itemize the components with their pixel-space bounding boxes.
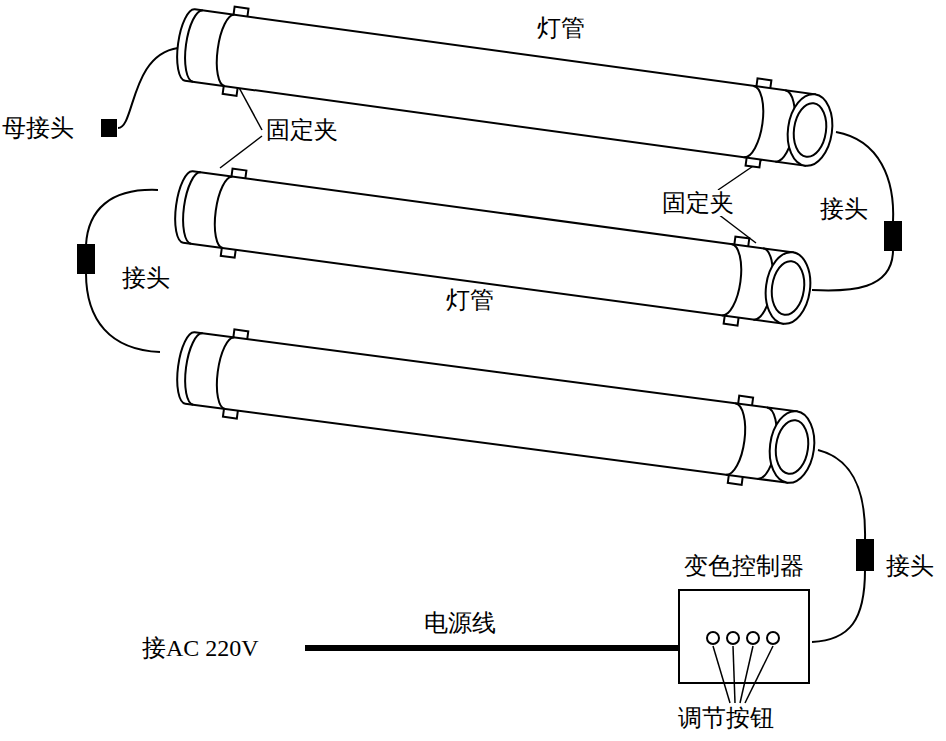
part-label: 灯管 bbox=[444, 287, 496, 313]
part-label: 电源线 bbox=[422, 610, 498, 636]
wire bbox=[118, 48, 178, 128]
connector-label: 接头 bbox=[884, 553, 936, 579]
power-label: 接AC 220V bbox=[140, 635, 261, 661]
leader-line bbox=[745, 646, 773, 703]
tube-body bbox=[173, 8, 815, 166]
end-cap bbox=[722, 244, 746, 317]
button bbox=[747, 632, 759, 644]
leader-line bbox=[733, 646, 735, 703]
leader-line bbox=[220, 136, 262, 168]
wire bbox=[812, 250, 893, 291]
leader-line bbox=[713, 646, 730, 703]
end-cap bbox=[211, 175, 233, 248]
end-cap bbox=[773, 418, 812, 476]
end-cap bbox=[726, 403, 749, 476]
part-label: 调节按钮 bbox=[676, 705, 776, 731]
end-cap bbox=[783, 91, 836, 168]
controller-box: 变色控制器 bbox=[678, 553, 810, 684]
end-cap bbox=[179, 171, 201, 244]
connector bbox=[885, 222, 901, 250]
connector-label: 接头 bbox=[818, 196, 870, 222]
end-cap bbox=[790, 101, 829, 159]
connector-label: 接头 bbox=[120, 265, 172, 291]
lamp-tube bbox=[170, 162, 815, 335]
lamp-tube bbox=[172, 0, 838, 177]
lamp-tube bbox=[172, 323, 819, 494]
connector bbox=[78, 245, 94, 273]
part-label: 固定夹 bbox=[264, 117, 340, 143]
end-cap bbox=[181, 9, 203, 82]
end-cap bbox=[744, 86, 768, 159]
button bbox=[767, 632, 779, 644]
leader-line bbox=[740, 646, 753, 703]
end-cap bbox=[761, 249, 814, 326]
controller-housing bbox=[678, 589, 810, 684]
connector-label: 母接头 bbox=[0, 115, 76, 141]
button bbox=[707, 632, 719, 644]
end-cap bbox=[769, 259, 808, 317]
connector bbox=[857, 540, 873, 570]
part-label: 灯管 bbox=[535, 15, 587, 41]
end-cap bbox=[181, 332, 202, 405]
controller-heading: 变色控制器 bbox=[678, 553, 810, 579]
power-cord bbox=[305, 645, 678, 651]
end-cap bbox=[766, 408, 819, 485]
button bbox=[727, 632, 739, 644]
tube-body bbox=[171, 170, 793, 324]
wire bbox=[86, 190, 158, 245]
tube-body bbox=[173, 331, 796, 483]
wire bbox=[818, 450, 865, 540]
female-connector bbox=[102, 120, 116, 136]
end-cap bbox=[213, 336, 234, 409]
wire bbox=[812, 570, 865, 642]
end-cap bbox=[213, 13, 235, 86]
part-label: 固定夹 bbox=[660, 190, 736, 216]
